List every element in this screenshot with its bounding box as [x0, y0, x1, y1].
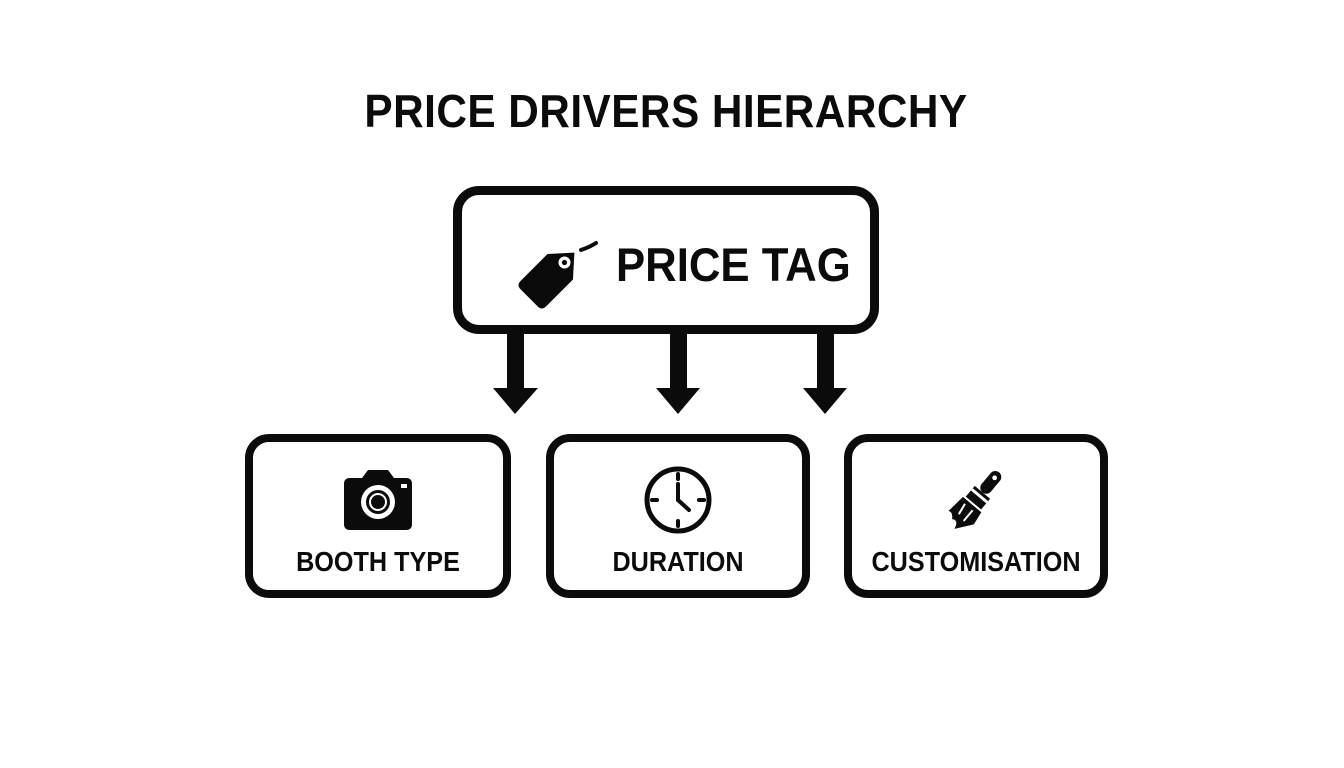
price-tag-node: PRICE TAG: [453, 186, 879, 334]
arrow-to-duration: [656, 334, 700, 414]
price-tag-label: PRICE TAG: [616, 238, 851, 291]
arrow-to-booth-type: [493, 334, 538, 414]
camera-icon: [344, 470, 412, 530]
diagram-title: PRICE DRIVERS HIERARCHY: [364, 85, 968, 137]
clock-icon: [644, 466, 712, 534]
customisation-node: CUSTOMISATION: [844, 434, 1108, 598]
duration-label: DURATION: [612, 546, 744, 577]
booth-type-label: BOOTH TYPE: [296, 546, 460, 577]
paintbrush-icon: [948, 471, 1002, 529]
booth-type-node: BOOTH TYPE: [245, 434, 511, 598]
price-tag-icon: [518, 241, 598, 309]
customisation-label: CUSTOMISATION: [871, 546, 1081, 577]
duration-node: DURATION: [546, 434, 810, 598]
arrow-to-customisation: [803, 334, 847, 414]
